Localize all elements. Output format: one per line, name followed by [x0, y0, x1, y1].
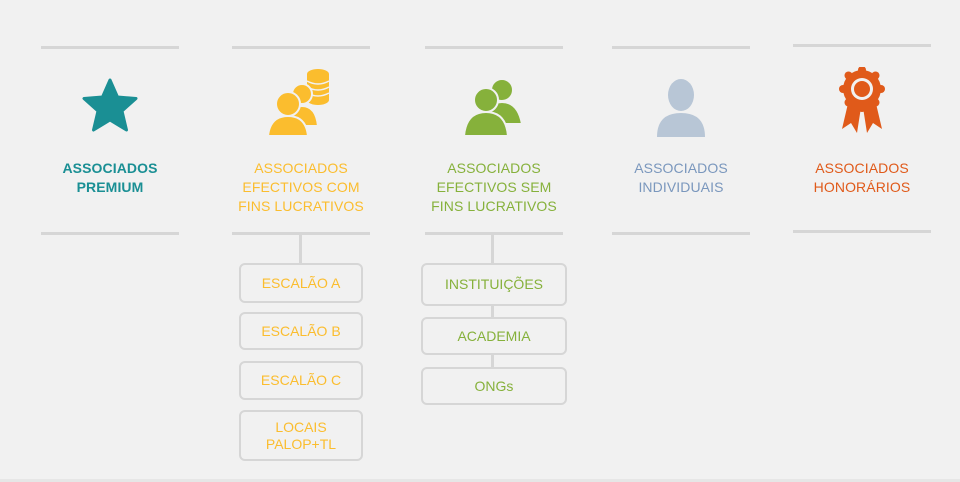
subcategory-escalao-b[interactable]: ESCALÃO B [239, 312, 363, 350]
subcategory-academia[interactable]: ACADEMIA [421, 317, 567, 355]
connector-line [491, 355, 494, 367]
bottom-rule [425, 232, 563, 235]
users-coins-icon [232, 66, 370, 138]
subcategory-locais-palop-tl[interactable]: LOCAIS PALOP+TL [239, 410, 363, 461]
top-rule [793, 44, 931, 47]
top-rule [232, 46, 370, 49]
category-label: ASSOCIADOS INDIVIDUAIS [634, 160, 728, 195]
connector-line [491, 235, 494, 264]
subcategory-ongs[interactable]: ONGs [421, 367, 567, 405]
users-icon [425, 70, 563, 142]
top-rule [41, 46, 179, 49]
category-label: ASSOCIADOS EFECTIVOS SEM FINS LUCRATIVOS [431, 160, 557, 214]
top-rule [612, 46, 750, 49]
connector-line [299, 235, 302, 264]
star-icon [41, 70, 179, 142]
subcategory-instituicoes[interactable]: INSTITUIÇÕES [421, 263, 567, 306]
top-rule [425, 46, 563, 49]
bottom-rule [612, 232, 750, 235]
subcategory-escalao-a[interactable]: ESCALÃO A [239, 263, 363, 303]
bottom-rule [41, 232, 179, 235]
page-bottom-divider [0, 479, 960, 482]
category-label: ASSOCIADOS HONORÁRIOS [813, 160, 911, 195]
award-ribbon-icon [793, 66, 931, 138]
category-label: ASSOCIADOS EFECTIVOS COM FINS LUCRATIVOS [238, 160, 364, 214]
bottom-rule [793, 230, 931, 233]
bottom-rule [232, 232, 370, 235]
subcategory-escalao-c[interactable]: ESCALÃO C [239, 361, 363, 400]
connector-line [491, 306, 494, 317]
category-label: ASSOCIADOS PREMIUM [62, 160, 158, 195]
user-icon [612, 72, 750, 144]
